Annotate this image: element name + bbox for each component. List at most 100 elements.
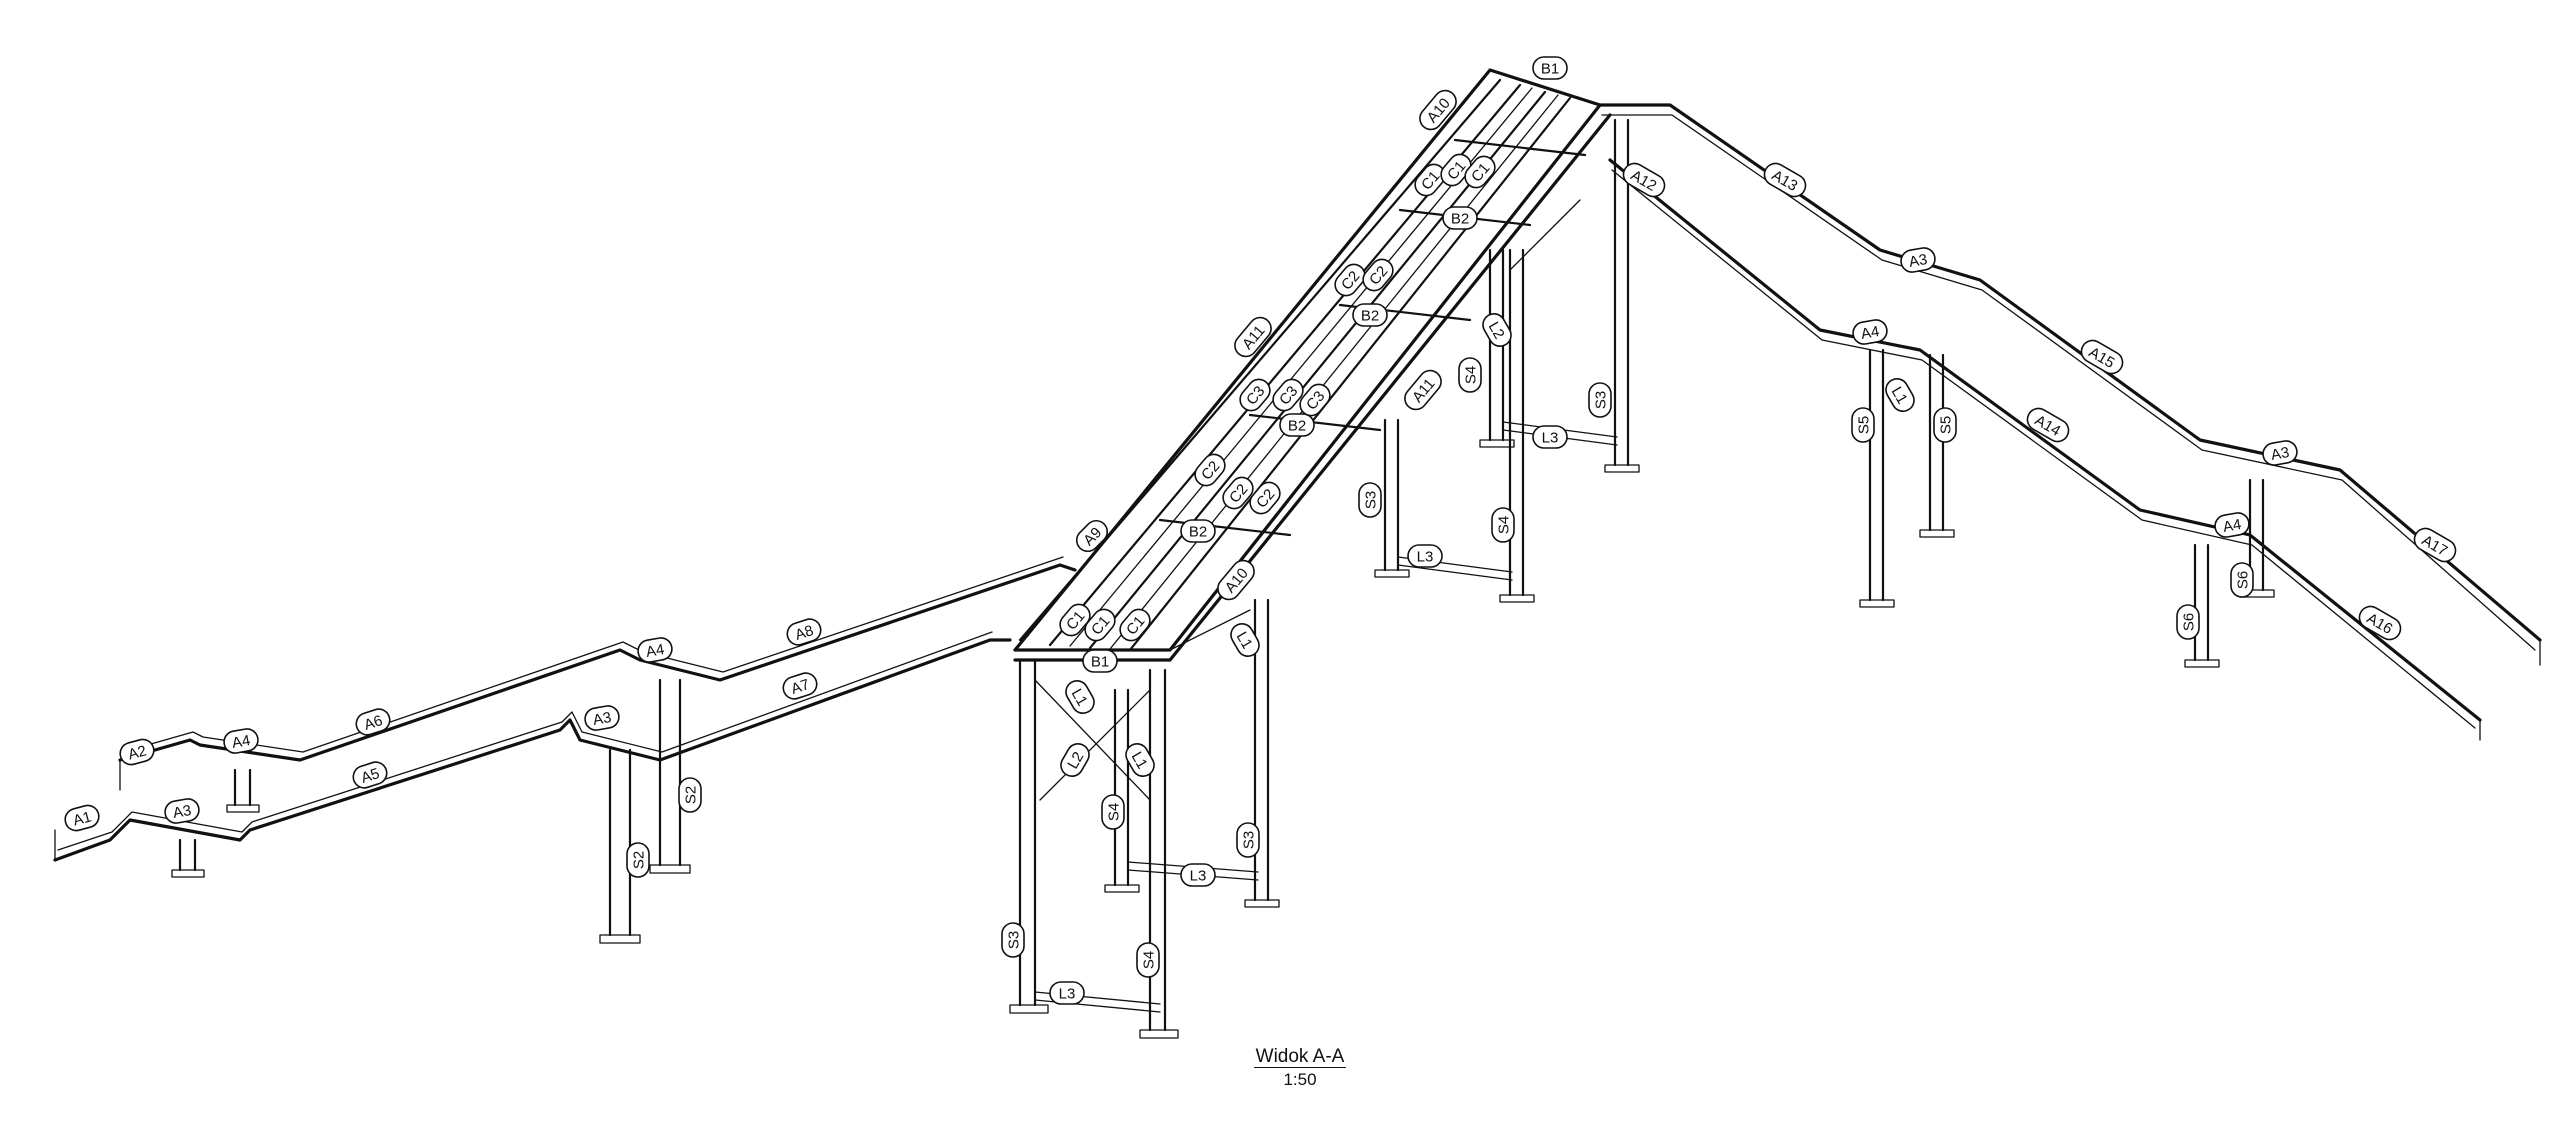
part-tag-l2: L2 — [1057, 740, 1093, 780]
part-tag-a15: A15 — [2077, 336, 2126, 377]
part-tag-outline — [1227, 620, 1263, 660]
part-tag-outline — [2077, 336, 2126, 377]
part-tag-a1: A1 — [63, 803, 102, 833]
part-tag-label: S5 — [1856, 416, 1873, 434]
part-tag-outline — [1083, 650, 1117, 672]
part-tag-outline — [1230, 313, 1275, 361]
part-tag-a11: A11 — [1230, 313, 1275, 361]
part-tag-outline — [1050, 982, 1084, 1004]
part-tag-s3: S3 — [1237, 823, 1259, 857]
part-tag-outline — [1882, 375, 1918, 415]
part-tag-a2: A2 — [118, 737, 157, 767]
part-tag-outline — [1619, 159, 1668, 200]
part-tag-outline — [1899, 246, 1936, 274]
part-tag-c1: C1 — [1411, 160, 1450, 200]
part-tag-label: L1 — [1233, 629, 1256, 652]
part-tag-b2: B2 — [1353, 304, 1387, 326]
part-tag-b2: B2 — [1181, 520, 1215, 542]
part-tag-label: A5 — [359, 765, 382, 787]
part-tag-outline — [2231, 563, 2253, 597]
part-tag-label: L2 — [1064, 749, 1087, 772]
part-tag-outline — [627, 843, 649, 877]
part-tag-outline — [1408, 545, 1442, 567]
part-tag-outline — [1296, 380, 1335, 420]
part-tag-s3: S3 — [1002, 923, 1024, 957]
part-tag-s5: S5 — [1852, 408, 1874, 442]
part-tag-label: L3 — [1417, 549, 1434, 566]
part-tag-a12: A12 — [1619, 159, 1668, 200]
part-tag-l1: L1 — [1062, 677, 1098, 717]
part-tag-outline — [636, 636, 673, 664]
part-tag-label: A4 — [231, 732, 252, 752]
part-tag-a9: A9 — [1072, 516, 1112, 556]
part-tag-label: S4 — [1496, 516, 1513, 534]
part-tag-label: L3 — [1190, 868, 1207, 885]
part-tag-outline — [2410, 524, 2459, 565]
part-tag-s4: S4 — [1492, 508, 1514, 542]
part-tag-label: S6 — [2235, 571, 2252, 589]
part-tag-outline — [1213, 556, 1258, 604]
part-tag-label: A3 — [172, 802, 193, 822]
part-tag-s3: S3 — [1359, 483, 1381, 517]
part-tag-outline — [1081, 605, 1120, 645]
tray-right-back — [1600, 105, 2540, 640]
part-tag-label: L1 — [1068, 686, 1091, 709]
part-tag-outline — [1057, 740, 1093, 780]
part-tag-c2: C2 — [1359, 255, 1398, 295]
part-tag-label: A2 — [126, 742, 148, 763]
part-tag-label: L2 — [1485, 319, 1508, 342]
part-tag-label: A3 — [2270, 444, 2291, 464]
part-tag-l3: L3 — [1050, 982, 1084, 1004]
part-tag-label: S3 — [1593, 391, 1610, 409]
part-tag-s4: S4 — [1459, 358, 1481, 392]
part-tag-label: B1 — [1541, 61, 1559, 78]
part-tag-s4: S4 — [1102, 795, 1124, 829]
bridge-deck — [1015, 70, 1610, 660]
part-tag-c1: C1 — [1056, 600, 1095, 640]
part-tag-label: B2 — [1451, 211, 1469, 228]
part-tag-outline — [2355, 602, 2404, 643]
part-tag-outline — [1411, 160, 1450, 200]
view-scale: 1:50 — [1283, 1070, 1317, 1089]
part-tag-a16: A16 — [2355, 602, 2404, 643]
part-tag-outline — [1331, 260, 1370, 300]
part-tag-l3: L3 — [1408, 545, 1442, 567]
part-tag-label: A6 — [362, 712, 385, 734]
part-tag-outline — [1589, 383, 1611, 417]
part-tag-outline — [350, 759, 389, 790]
part-tag-a4: A4 — [2213, 511, 2250, 539]
part-tag-outline — [63, 803, 102, 833]
part-tag-a7: A7 — [780, 670, 819, 701]
part-tag-outline — [1533, 426, 1567, 448]
part-tag-label: A4 — [645, 641, 666, 661]
tray-right-back-inner — [1602, 115, 2535, 650]
part-tag-outline — [1122, 740, 1158, 780]
part-tag-s6: S6 — [2177, 605, 2199, 639]
part-tag-outline — [1479, 310, 1515, 350]
part-tag-label: A7 — [789, 676, 812, 698]
part-tag-s5: S5 — [1934, 408, 1956, 442]
part-tag-s2: S2 — [679, 778, 701, 812]
part-tag-label: L3 — [1542, 430, 1559, 447]
part-tag-label: S3 — [1006, 931, 1023, 949]
part-tag-outline — [1269, 375, 1308, 415]
part-tag-a5: A5 — [350, 759, 389, 790]
part-tag-s3: S3 — [1589, 383, 1611, 417]
tray-left-back-inner — [123, 557, 1063, 752]
part-tag-a3: A3 — [583, 704, 620, 732]
part-tag-a17: A17 — [2410, 524, 2459, 565]
support-s2-left — [172, 680, 690, 943]
part-tag-c2: C2 — [1331, 260, 1370, 300]
part-tag-outline — [1359, 483, 1381, 517]
part-tag-outline — [222, 727, 259, 755]
part-tag-outline — [1181, 864, 1215, 886]
part-tag-c3: C3 — [1296, 380, 1335, 420]
part-tag-outline — [2023, 404, 2072, 445]
part-tag-outline — [1353, 304, 1387, 326]
tray-left-front — [55, 640, 1010, 860]
tray-left-front-inner — [58, 632, 992, 850]
part-tag-l1: L1 — [1122, 740, 1158, 780]
part-tag-s4: S4 — [1137, 943, 1159, 977]
support-s5-s6-right — [1860, 350, 2274, 667]
steel-structure — [55, 70, 2540, 1038]
